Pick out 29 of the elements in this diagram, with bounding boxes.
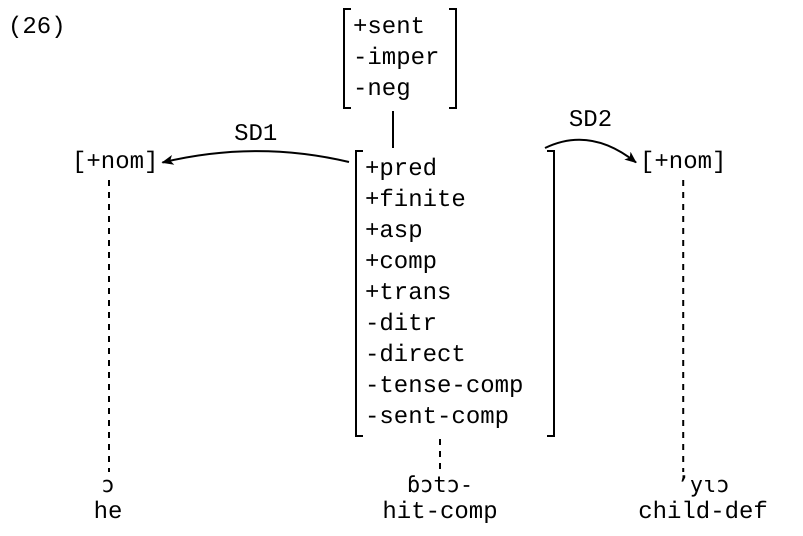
feature-matrix <box>343 8 457 109</box>
connector-line <box>392 111 394 148</box>
dashed-association-line <box>682 180 684 472</box>
curved-arrow <box>544 138 637 164</box>
feature-label: +finite <box>365 186 467 216</box>
feature-label: +trans <box>365 279 452 309</box>
phonetic-form: ɓɔtɔ- <box>406 474 474 498</box>
dashed-association-line <box>439 439 441 472</box>
dashed-association-line <box>108 180 110 472</box>
feature-label: -sent-comp <box>365 403 510 433</box>
feature-label: +sent <box>353 13 426 43</box>
feature-label: -imper <box>353 44 440 74</box>
feature-label: +pred <box>365 155 438 185</box>
feature-label: -ditr <box>365 310 438 340</box>
feature-label: -direct <box>365 341 467 371</box>
feature-label: [+nom] <box>72 147 158 178</box>
gloss-label: child-def <box>638 498 768 528</box>
feature-label: +comp <box>365 248 438 278</box>
gloss-label: hit-comp <box>382 498 498 528</box>
feature-label: +asp <box>365 217 424 247</box>
phonetic-form: ʼyɩɔ <box>676 474 730 498</box>
curved-arrow <box>161 150 350 165</box>
feature-label: -neg <box>353 75 412 105</box>
feature-label: -tense-comp <box>365 372 524 402</box>
feature-label: [+nom] <box>640 147 726 178</box>
phonetic-form: ɔ <box>101 474 115 498</box>
example-number: (26) <box>8 13 66 43</box>
feature-matrix <box>355 150 555 437</box>
gloss-label: he <box>94 498 122 528</box>
